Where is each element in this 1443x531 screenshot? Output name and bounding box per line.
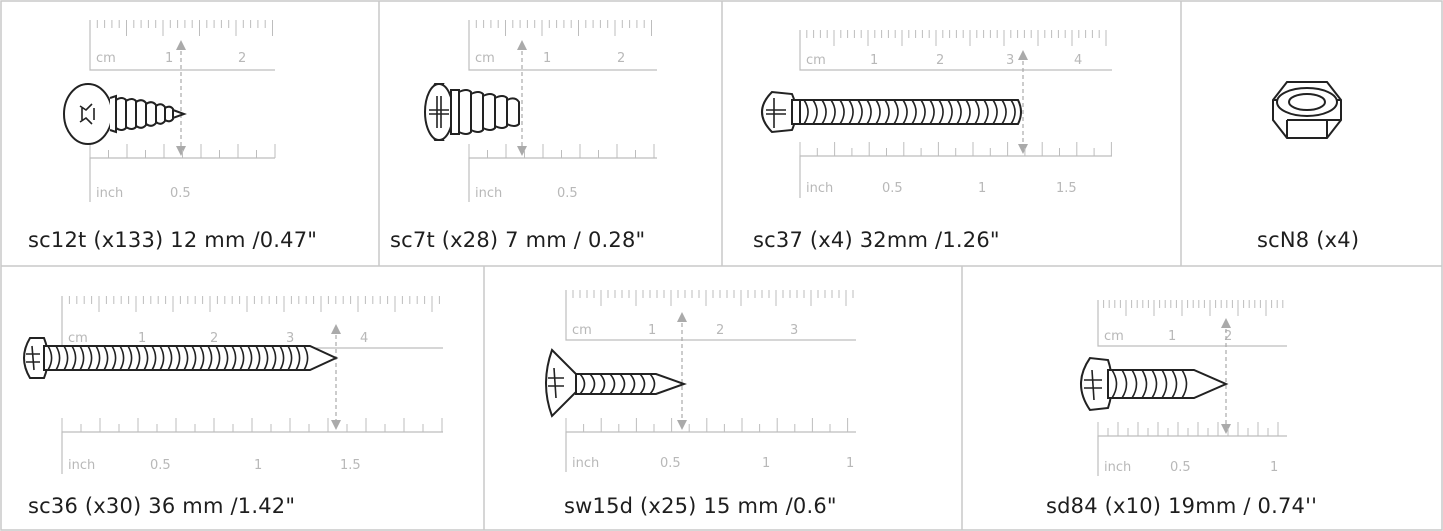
cm-tick-label: 2: [1224, 329, 1232, 344]
ruler-pair: cm 1 2 3 4 inch 0.5 1 1.5: [799, 30, 1112, 198]
part-caption: sd84 (x10) 19mm / 0.74'': [1046, 494, 1318, 518]
cm-tick-label: 3: [1006, 53, 1014, 68]
inch-tick-label: 0.5: [150, 458, 171, 473]
inch-tick-label: 0.5: [557, 186, 578, 201]
pointed-pan-head-screw-icon: [1080, 356, 1229, 412]
part-cell-sd84: cm 1 2 inch 0.5 1 sd84 (x10) 19mm / 0.74…: [962, 266, 1443, 531]
inch-tick-label: 0.5: [882, 181, 903, 196]
part-caption: sc7t (x28) 7 mm / 0.28": [390, 228, 646, 252]
inch-tick-label: 1: [846, 456, 854, 471]
cm-tick-label: 1: [648, 323, 656, 338]
part-cell-sc36: cm 1 2 3 4 inch 0.5 1 1.5 sc36 (x30) 36 …: [0, 266, 484, 531]
inch-label: inch: [806, 181, 833, 196]
cm-tick-label: 2: [238, 51, 246, 66]
cm-tick-label: 1: [1168, 329, 1176, 344]
cm-label: cm: [68, 331, 88, 346]
cm-tick-label: 1: [165, 51, 173, 66]
hex-nut-icon: [1272, 81, 1342, 139]
part-cell-sc12t: cm 1 2 inch 0.5 sc12t (x1: [0, 0, 379, 266]
cm-tick-label: 2: [617, 51, 625, 66]
inch-label: inch: [1104, 460, 1131, 475]
part-caption: sc36 (x30) 36 mm /1.42": [28, 494, 296, 518]
cm-tick-label: 4: [360, 331, 368, 346]
ruler-pair: cm 1 2 3 inch 0.5 1 1: [565, 290, 856, 472]
long-pointed-screw-icon: [23, 337, 339, 379]
inch-label: inch: [96, 186, 123, 201]
inch-tick-label: 0.5: [1170, 460, 1191, 475]
cm-tick-label: 4: [1074, 53, 1082, 68]
inch-tick-label: 0.5: [660, 456, 681, 471]
inch-tick-label: 1: [762, 456, 770, 471]
inch-tick-label: 1: [978, 181, 986, 196]
pan-head-screw-icon: [63, 83, 187, 145]
ruler-pair: cm 1 2 inch 0.5: [89, 20, 276, 202]
cm-tick-label: 2: [716, 323, 724, 338]
cm-tick-label: 1: [870, 53, 878, 68]
flange-head-screw-icon: [424, 83, 520, 141]
countersunk-screw-icon: [545, 348, 687, 418]
inch-label: inch: [68, 458, 95, 473]
cm-label: cm: [475, 51, 495, 66]
ruler-pair: cm 1 2 inch 0.5: [468, 20, 657, 202]
part-cell-sw15d: cm 1 2 3 inch 0.5 1 1 sw15d (x25) 15 mm …: [484, 266, 962, 531]
cm-tick-label: 3: [790, 323, 798, 338]
part-caption: sw15d (x25) 15 mm /0.6": [564, 494, 837, 518]
ruler-pair: cm 1 2 inch 0.5 1: [1097, 300, 1287, 476]
cm-label: cm: [1104, 329, 1124, 344]
long-pan-head-screw-icon: [761, 90, 1022, 134]
inch-label: inch: [572, 456, 599, 471]
part-caption: sc37 (x4) 32mm /1.26": [753, 228, 1000, 252]
part-caption: sc12t (x133) 12 mm /0.47": [28, 228, 318, 252]
part-cell-sc37: cm 1 2 3 4 inch 0.5 1 1.5 sc37 (x4) 32mm…: [722, 0, 1181, 266]
inch-tick-label: 0.5: [170, 186, 191, 201]
ruler-pair: cm 1 2 3 4 inch 0.5 1 1.5: [61, 296, 443, 474]
cm-label: cm: [572, 323, 592, 338]
inch-tick-label: 1: [1270, 460, 1278, 475]
cm-tick-label: 1: [138, 331, 146, 346]
inch-tick-label: 1.5: [340, 458, 361, 473]
cm-tick-label: 2: [936, 53, 944, 68]
cm-tick-label: 2: [210, 331, 218, 346]
inch-label: inch: [475, 186, 502, 201]
inch-tick-label: 1: [254, 458, 262, 473]
cm-tick-label: 3: [286, 331, 294, 346]
cm-tick-label: 1: [543, 51, 551, 66]
part-cell-scN8: scN8 (x4): [1181, 0, 1443, 266]
inch-tick-label: 1.5: [1056, 181, 1077, 196]
cm-label: cm: [806, 53, 826, 68]
part-caption: scN8 (x4): [1257, 228, 1360, 252]
cm-label: cm: [96, 51, 116, 66]
part-cell-sc7t: cm 1 2 inch 0.5 sc7t (x28) 7 mm /: [379, 0, 722, 266]
